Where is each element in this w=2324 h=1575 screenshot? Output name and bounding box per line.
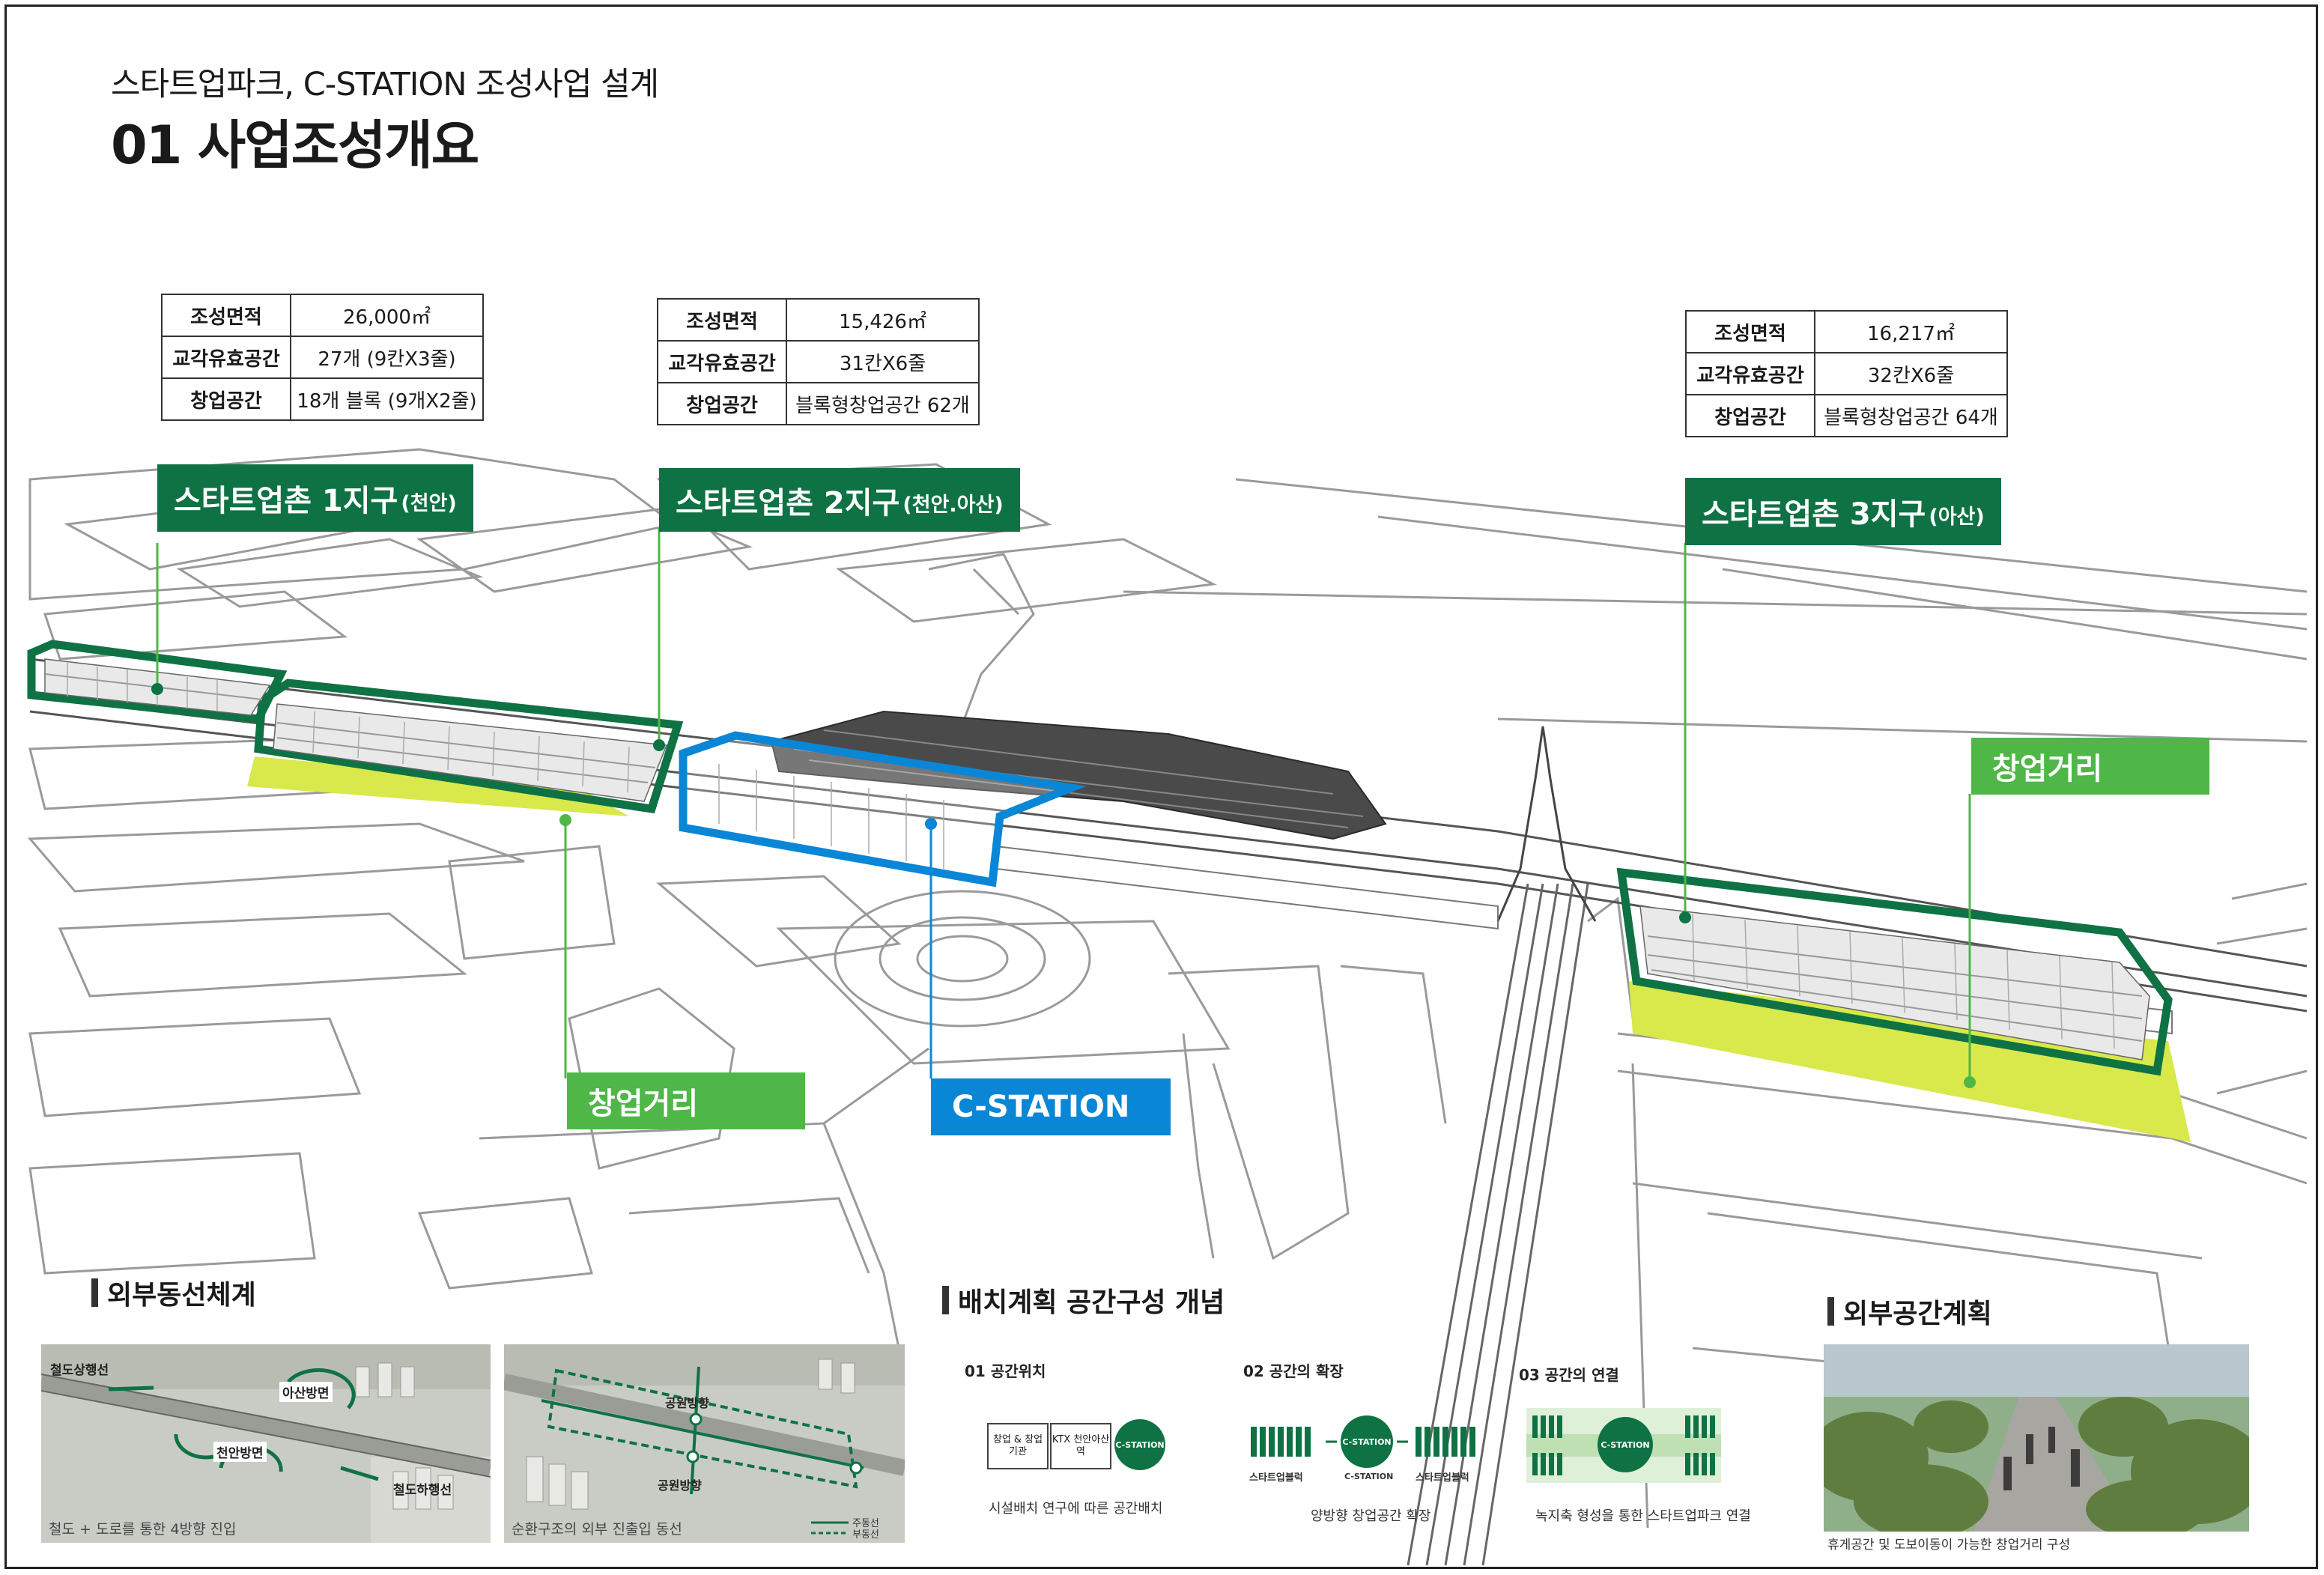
- spec-label: 조성면적: [161, 294, 291, 337]
- layout-step1-caption: 시설배치 연구에 따른 공간배치: [989, 1501, 1163, 1517]
- layout-step3-circle: C-STATION: [1598, 1417, 1653, 1472]
- map1-label: 철도하행선: [393, 1483, 452, 1498]
- zone2-sub: (천안.아산): [902, 494, 1004, 517]
- cstation-label: C-STATION: [931, 1078, 1171, 1135]
- spec-value: 18개 블록 (9개X2줄): [290, 377, 484, 421]
- spec-value: 27개 (9칸X3줄): [290, 336, 484, 379]
- external-flow-map-2: 공원방향 공원방향 주동선 부동선 순환구조의 외부 진출입 동선: [504, 1344, 905, 1543]
- map1-label: 아산방면: [279, 1382, 333, 1402]
- layout-step1-title: 01 공간위치: [965, 1362, 1046, 1380]
- street-fill-right: [1629, 981, 2191, 1142]
- zone1-name: 스타트업촌 1지구: [174, 484, 398, 518]
- layout-step2-graphic: [1251, 1427, 1475, 1457]
- section-title-outdoor-plan: 외부공간계획: [1827, 1292, 1992, 1331]
- layout-step3-caption: 녹지축 형성을 통한 스타트업파크 연결: [1535, 1508, 1751, 1524]
- map2-legend: 주동선: [852, 1518, 879, 1529]
- page-border: [4, 4, 2318, 1569]
- street-label-right: 창업거리: [1971, 738, 2209, 795]
- outdoor-plan-photo: [1824, 1344, 2249, 1532]
- cstation-outline: [679, 731, 1087, 887]
- spec-value: 블록형창업공간 62개: [786, 382, 980, 425]
- map2-caption: 순환구조의 외부 진출입 동선: [512, 1521, 682, 1538]
- section-title-text: 외부공간계획: [1843, 1299, 1992, 1329]
- page-title: 01 사업조성개요: [111, 115, 479, 176]
- section-marker: [942, 1286, 949, 1314]
- spec-label: 교각유효공간: [161, 336, 291, 379]
- map2-label: 공원방향: [658, 1478, 702, 1493]
- map2-label: 공원방향: [665, 1396, 709, 1410]
- page-subtitle: 스타트업파크, C-STATION 조성사업 설계: [111, 66, 659, 103]
- map2-legend: 부동선: [852, 1529, 879, 1541]
- zone2-name: 스타트업촌 2지구: [676, 485, 900, 521]
- layout-step1-box: 창업 & 창업기관: [987, 1423, 1049, 1469]
- spec-label: 조성면적: [1685, 310, 1815, 353]
- spec-label: 조성면적: [657, 298, 787, 342]
- spec-value: 16,217㎡: [1814, 310, 2008, 353]
- section-marker: [1827, 1297, 1834, 1326]
- zone3-name: 스타트업촌 3지구: [1702, 497, 1926, 532]
- spec-label: 창업공간: [1685, 394, 1815, 437]
- spec-label: 창업공간: [161, 377, 291, 421]
- section-title-text: 배치계획 공간구성 개념: [958, 1287, 1225, 1318]
- external-flow-map-1: 철도상행선 아산방면 천안방면 철도하행선 철도 + 도로를 통한 4방향 진입: [41, 1344, 491, 1543]
- layout-step2-center-label: C-STATION: [1344, 1472, 1394, 1481]
- layout-step2-left-label: 스타트업블럭: [1249, 1472, 1303, 1484]
- layout-step2-circle: C-STATION: [1341, 1415, 1393, 1468]
- zone1-sub: (천안): [401, 491, 457, 515]
- section-title-text: 외부동선체계: [107, 1280, 256, 1311]
- spec-value: 32칸X6줄: [1814, 352, 2008, 395]
- map1-caption: 철도 + 도로를 통한 4방향 진입: [49, 1521, 237, 1538]
- spec-value: 블록형창업공간 64개: [1814, 394, 2008, 437]
- zone3-outline: [1616, 867, 2173, 1076]
- zone2-outline: [254, 679, 684, 814]
- zone3-sub: (아산): [1929, 505, 1985, 529]
- outdoor-walkway-image: [1824, 1344, 2249, 1532]
- zone3-label: 스타트업촌 3지구(아산): [1685, 478, 2001, 545]
- layout-step3-title: 03 공간의 연결: [1519, 1366, 1619, 1384]
- section-marker: [91, 1278, 98, 1307]
- layout-step2-right-label: 스타트업블럭: [1416, 1472, 1469, 1484]
- spec-label: 창업공간: [657, 382, 787, 425]
- zone1-label: 스타트업촌 1지구(천안): [157, 464, 473, 532]
- layout-step2-title: 02 공간의 확장: [1243, 1362, 1344, 1380]
- zone2-label: 스타트업촌 2지구(천안.아산): [659, 468, 1020, 532]
- map1-label: 철도상행선: [50, 1363, 109, 1378]
- spec-value: 15,426㎡: [786, 298, 980, 342]
- aerial-map-2: [504, 1344, 905, 1543]
- layout-step1-box: KTX 천안아산역: [1050, 1423, 1111, 1469]
- spec-value: 31칸X6줄: [786, 340, 980, 383]
- section-title-layout-plan: 배치계획 공간구성 개념: [942, 1281, 1225, 1320]
- map1-label: 천안방면: [213, 1442, 267, 1462]
- spec-label: 교각유효공간: [657, 340, 787, 383]
- street-label-left: 창업거리: [567, 1072, 805, 1129]
- outdoor-plan-caption: 휴게공간 및 도보이동이 가능한 창업거리 구성: [1827, 1538, 2071, 1553]
- street-fill-left: [247, 756, 629, 816]
- spec-value: 26,000㎡: [290, 294, 484, 337]
- layout-step1-circle: C-STATION: [1114, 1419, 1165, 1470]
- layout-step2-caption: 양방향 창업공간 확장: [1311, 1508, 1431, 1524]
- section-title-external-flow: 외부동선체계: [91, 1273, 256, 1312]
- spec-label: 교각유효공간: [1685, 352, 1815, 395]
